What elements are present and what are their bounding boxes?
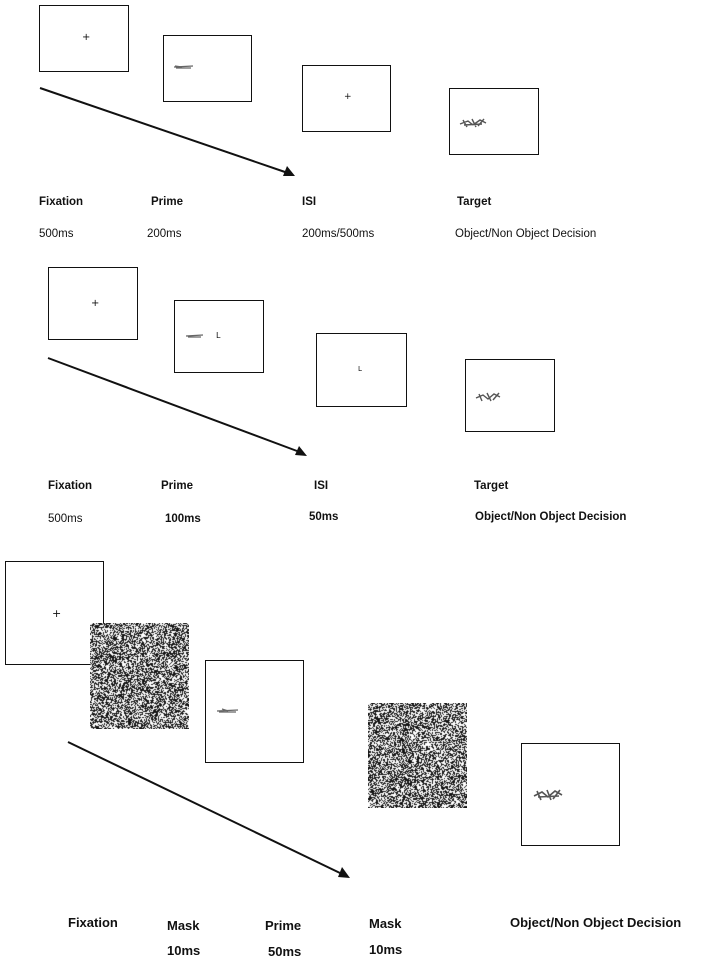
p1-label-prime: Prime <box>151 196 183 208</box>
p3-mask-1-noise-icon <box>90 623 189 729</box>
p2-label-target: Target <box>474 480 509 492</box>
p3-prime-frame <box>205 660 304 763</box>
p2-target-stimulus-icon <box>475 392 501 402</box>
p3-duration-mask-2: 10ms <box>369 942 403 957</box>
p1-duration-target: Object/Non Object Decision <box>455 228 597 240</box>
p2-duration-prime: 100ms <box>165 513 201 525</box>
p1-duration-fixation: 500ms <box>39 228 74 240</box>
p3-label-target: Object/Non Object Decision <box>510 915 682 930</box>
p3-fixation-frame: + <box>5 561 104 665</box>
p1-label-fixation: Fixation <box>39 196 84 208</box>
p3-label-prime: Prime <box>265 918 302 933</box>
p3-target-stimulus-icon <box>533 789 563 801</box>
p1-duration-isi: 200ms/500ms <box>302 228 375 240</box>
p2-prime-letter: L <box>216 331 221 340</box>
p1-fixation-frame: + <box>39 5 129 72</box>
p2-duration-isi: 50ms <box>309 511 339 523</box>
p1-label-isi: ISI <box>302 196 317 208</box>
p1-target-stimulus-icon <box>459 118 487 128</box>
p1-fixation-cross: + <box>82 32 91 43</box>
p2-isi-frame: L <box>316 333 407 407</box>
p1-isi-frame: + <box>302 65 391 132</box>
p2-isi-letter: L <box>358 365 362 373</box>
p2-prime-stimulus-icon <box>185 334 204 338</box>
p3-prime-stimulus-icon <box>216 708 239 713</box>
p2-prime-frame: L <box>174 300 264 373</box>
p2-duration-fixation: 500ms <box>48 513 83 525</box>
p3-label-mask-1: Mask <box>167 918 200 933</box>
p1-duration-prime: 200ms <box>147 228 182 240</box>
p3-fixation-cross: + <box>52 607 62 620</box>
p2-label-prime: Prime <box>161 480 193 492</box>
p3-target-frame <box>521 743 620 846</box>
p1-isi-cross: + <box>344 92 352 102</box>
p1-prime-frame <box>163 35 252 102</box>
p2-target-frame <box>465 359 555 432</box>
p3-duration-prime: 50ms <box>268 944 302 959</box>
p2-label-fixation: Fixation <box>48 480 93 492</box>
p2-fixation-frame: + <box>48 267 138 340</box>
p1-label-target: Target <box>457 196 492 208</box>
p2-fixation-cross: + <box>91 298 100 309</box>
p1-prime-stimulus-icon <box>173 65 194 69</box>
p3-label-fixation: Fixation <box>68 915 118 930</box>
p3-mask-2-noise-icon <box>368 703 467 808</box>
p2-label-isi: ISI <box>314 480 329 492</box>
p2-duration-target: Object/Non Object Decision <box>475 511 627 523</box>
p3-label-mask-2: Mask <box>369 916 402 931</box>
p1-target-frame <box>449 88 539 155</box>
p3-duration-mask-1: 10ms <box>167 943 201 958</box>
